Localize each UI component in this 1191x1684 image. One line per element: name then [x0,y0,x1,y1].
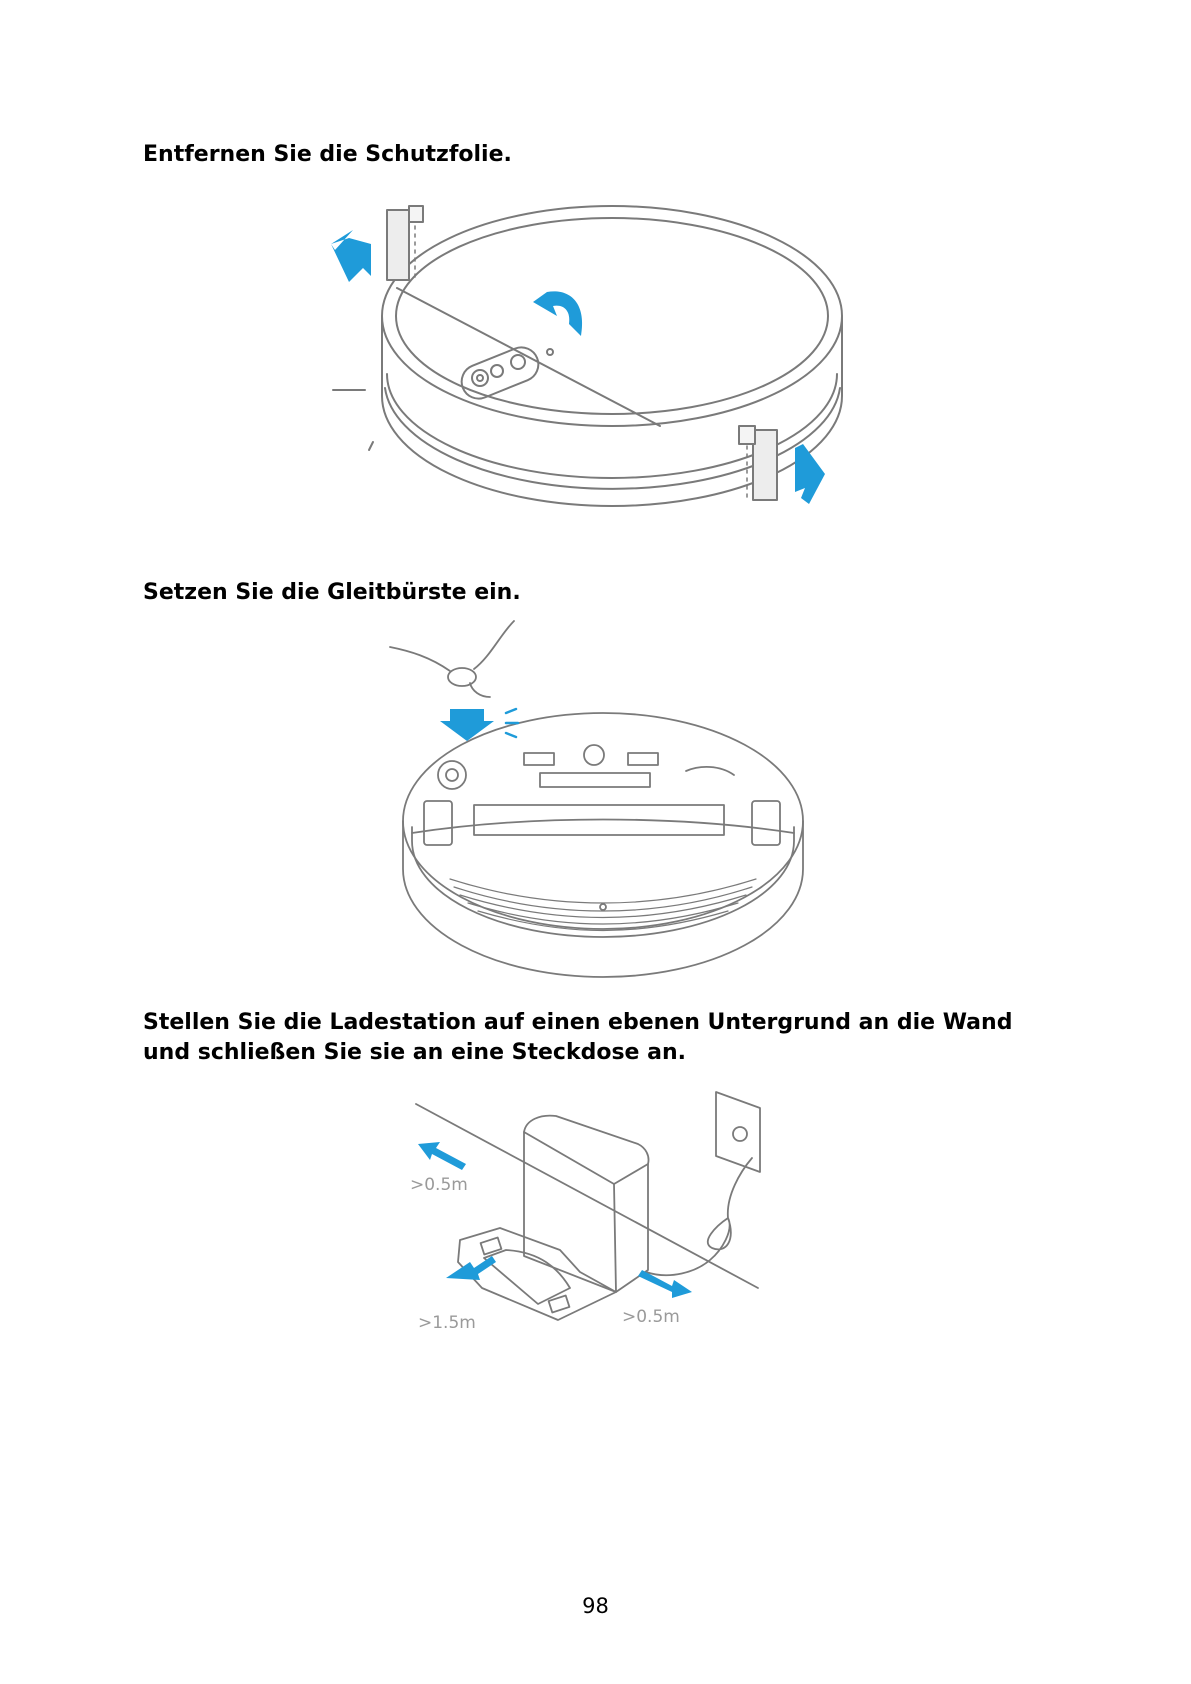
foil-strip-right [753,430,777,500]
front-screw [600,904,606,910]
clearance-left-label: >0.5m [410,1175,468,1195]
side-slot [686,767,734,775]
wheel-right [752,801,780,845]
sensor-dot [547,349,553,355]
power-cable [646,1158,752,1275]
caster-wheel-inner [446,769,458,781]
dock-tower-front [524,1132,648,1292]
clearance-arrow-left-icon [418,1142,466,1170]
clearance-front-label: >1.5m [418,1313,476,1333]
control-panel [457,342,544,403]
robot-foil-removal-illustration [325,198,885,550]
step-2-heading: Setzen Sie die Gleitbürste ein. [143,578,521,608]
button-2 [491,365,503,377]
button-1 [472,370,488,386]
dock-tower-top [524,1116,649,1184]
robot-bottom-top [403,713,803,929]
side-brush-hub [448,668,476,686]
top-sensor-2 [628,753,658,765]
arrow-left-icon [331,230,371,282]
wheel-left [424,801,452,845]
side-brush-installation-illustration [390,615,815,983]
button-3 [511,355,525,369]
robot-top-seam [397,288,660,426]
bumper-ring [412,827,794,937]
side-brush-arm-2 [474,621,514,669]
clearance-right-label: >0.5m [622,1307,680,1327]
caster-wheel [438,761,466,789]
motion-lines-icon [506,709,518,737]
foil-clip-right [739,426,755,444]
step-1-heading: Entfernen Sie die Schutzfolie. [143,140,512,170]
side-brush-arm-1 [390,647,450,671]
bumper-front [412,820,794,834]
button-1-inner [477,375,483,381]
wall-outlet [716,1092,760,1172]
wall-floor-line [416,1104,758,1288]
step-3-heading: Stellen Sie die Ladestation auf einen eb… [143,1008,1043,1068]
rotate-arrow-icon [533,291,582,336]
clearance-arrow-right-icon [638,1270,692,1298]
charging-dock-placement-illustration: >0.5m >1.5m >0.5m [410,1092,770,1338]
top-sensor-1 [524,753,554,765]
outlet-socket [733,1127,747,1141]
side-brush-stub [333,390,373,450]
dock-tower-edge [614,1184,616,1292]
sensor-window [540,773,650,787]
robot-top-inner [396,218,828,414]
page-number: 98 [0,1594,1191,1618]
foil-strip-left [387,210,409,280]
foil-clip-left [409,206,423,222]
clearance-arrow-front-icon [446,1256,496,1280]
top-caster [584,745,604,765]
arrow-down-icon [440,709,494,741]
side-brush-arm-3 [470,683,490,697]
